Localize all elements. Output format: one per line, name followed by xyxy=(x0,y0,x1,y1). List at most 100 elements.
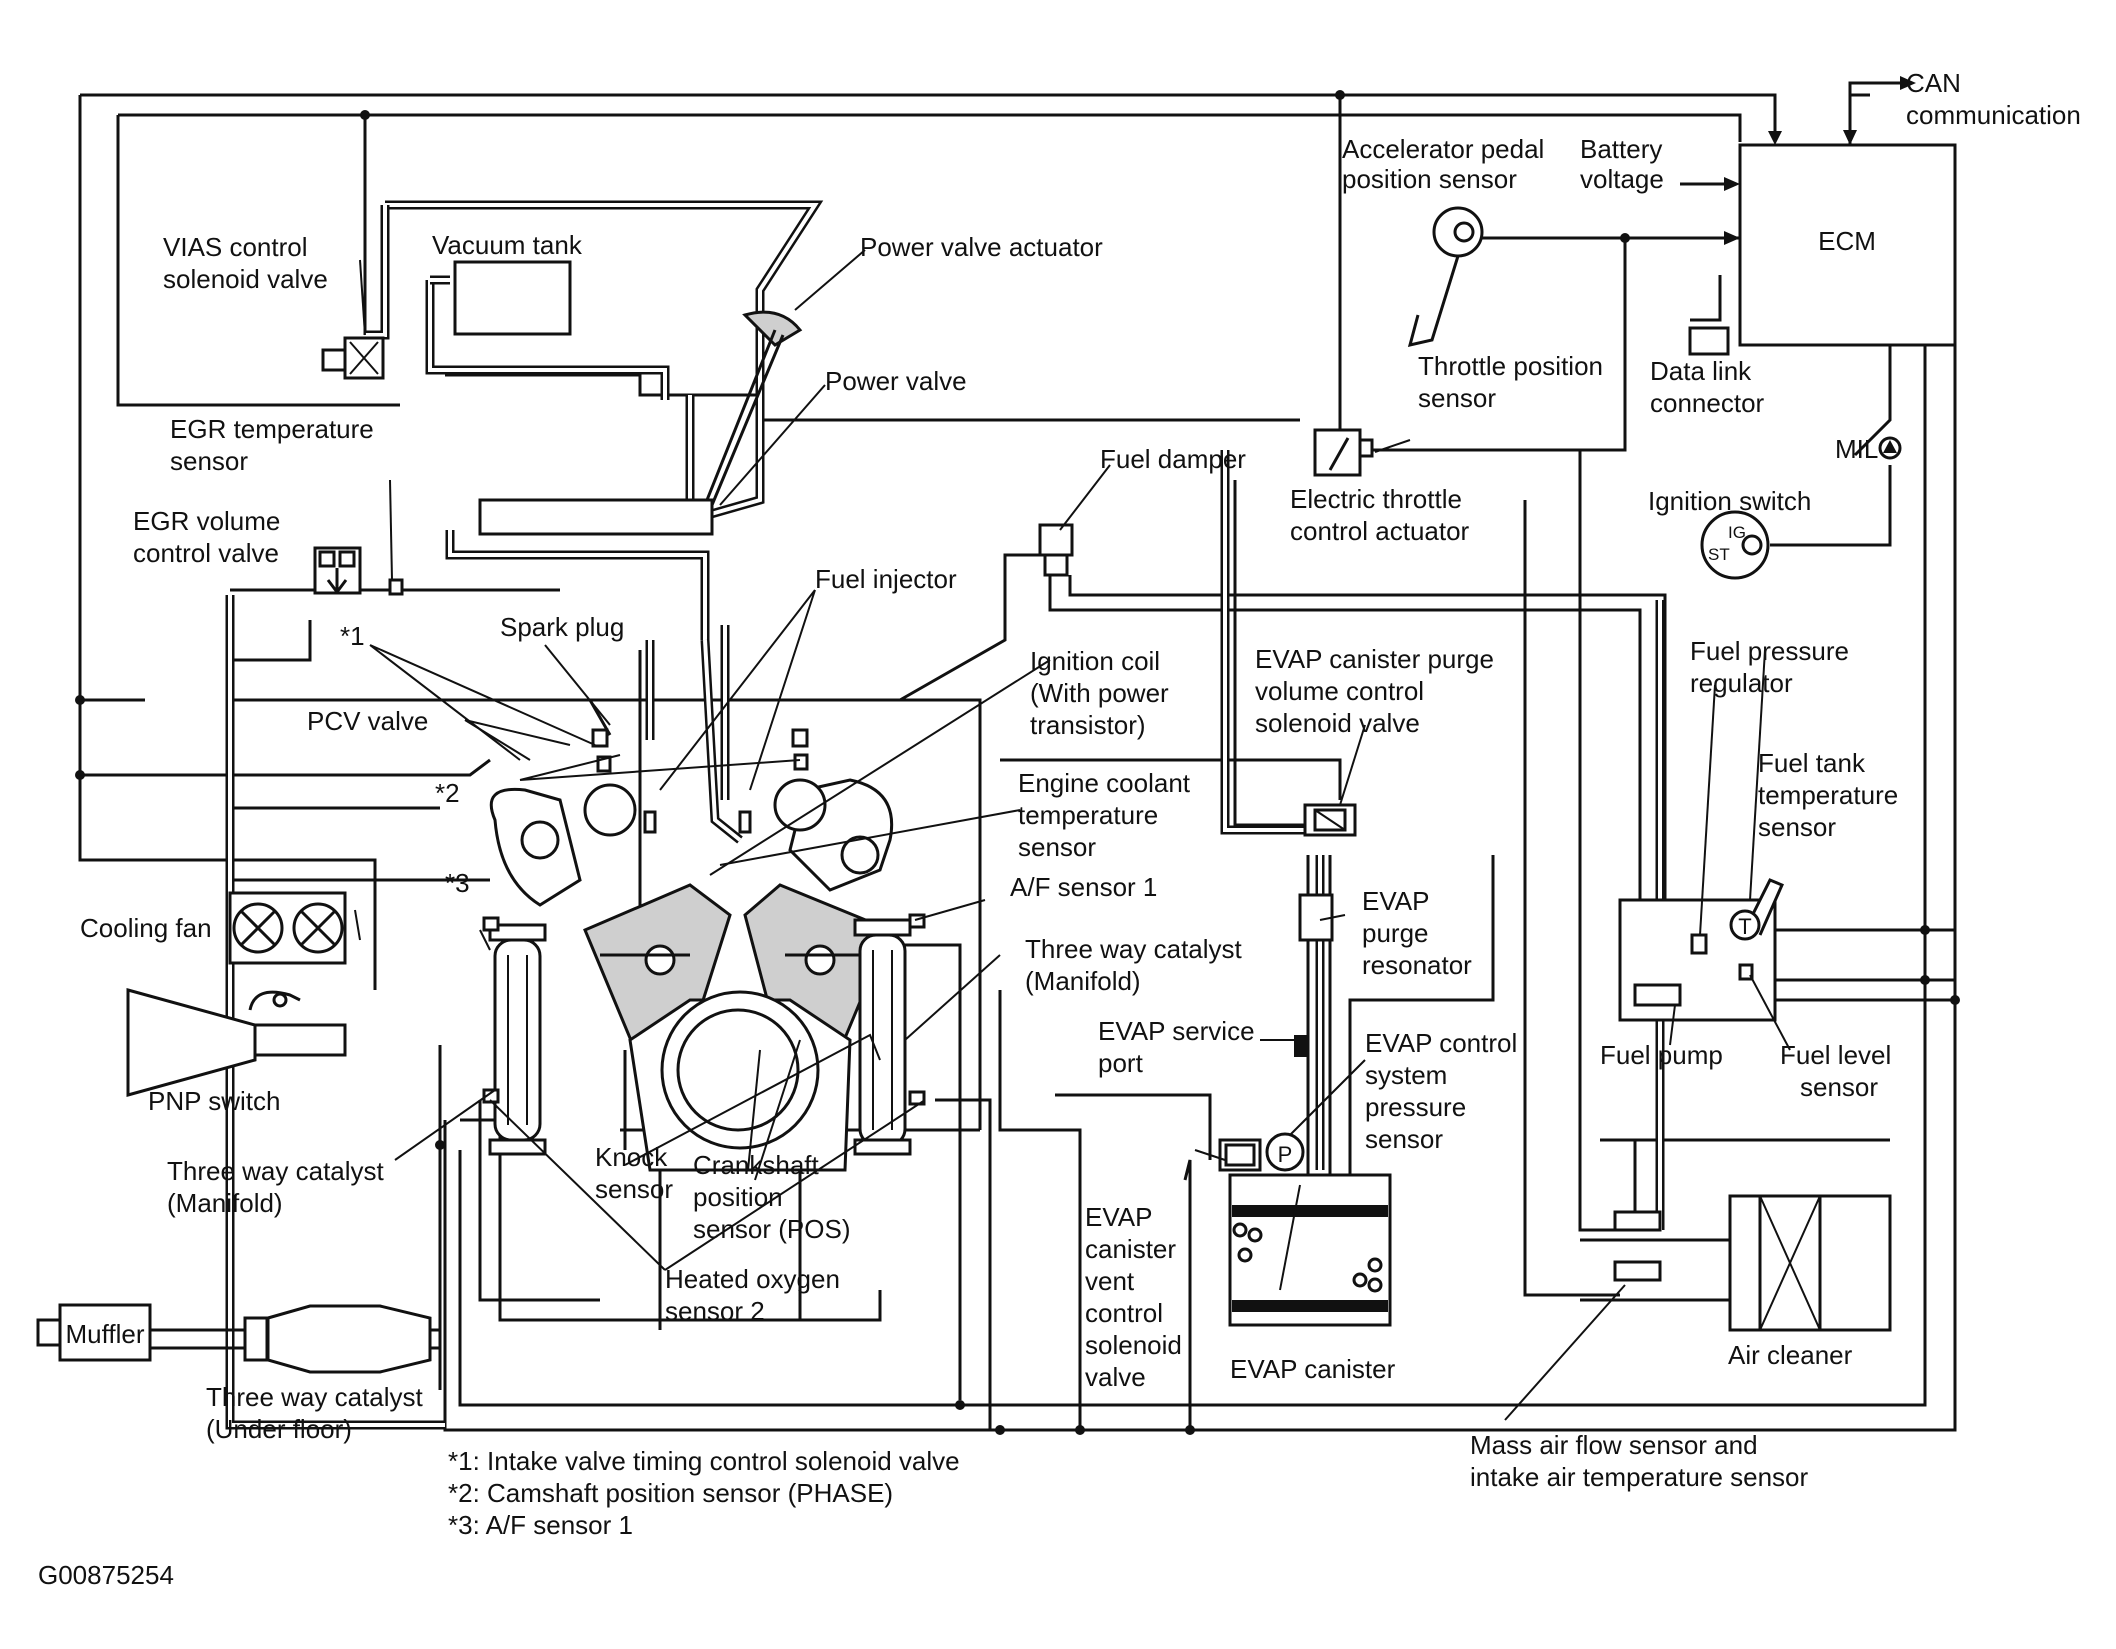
vent-label-4: control xyxy=(1085,1298,1163,1328)
twc-left-label-2: (Manifold) xyxy=(167,1188,283,1218)
ignition-coil-label-3: transistor) xyxy=(1030,710,1146,740)
throttle-label-1: Throttle position xyxy=(1418,351,1603,381)
pcv-label: PCV valve xyxy=(307,706,428,736)
intake-plenum xyxy=(478,498,714,536)
accelerator-label-2: position sensor xyxy=(1342,164,1517,194)
muffler-icon: Muffler xyxy=(36,1303,245,1362)
egr-volume-control-valve-icon xyxy=(313,546,404,596)
ftt-label-1: Fuel tank xyxy=(1758,748,1866,778)
svg-text:IG: IG xyxy=(1728,523,1746,542)
egr-vol-label-2: control valve xyxy=(133,538,279,568)
fuel-injector-label: Fuel injector xyxy=(815,564,957,594)
purge-label-3: solenoid valve xyxy=(1255,708,1420,738)
accelerator-label-1: Accelerator pedal xyxy=(1342,134,1544,164)
battery-label-2: voltage xyxy=(1580,164,1664,194)
data-link-connector-icon xyxy=(1688,326,1730,356)
twc-underfloor-label-2: (Under floor) xyxy=(206,1414,352,1444)
evap-resonator-label-1: EVAP xyxy=(1362,886,1429,916)
vent-label-2: canister xyxy=(1085,1234,1176,1264)
junction-dots xyxy=(75,90,1960,1435)
evap-port-label-2: port xyxy=(1098,1048,1144,1078)
star1-label: *1 xyxy=(340,621,365,651)
ignition-coil-label-2: (With power xyxy=(1030,678,1169,708)
vacuum-tank-icon xyxy=(453,260,572,336)
etc-label-2: control actuator xyxy=(1290,516,1470,546)
vent-label-3: vent xyxy=(1085,1266,1135,1296)
ect-label-2: temperature xyxy=(1018,800,1158,830)
evap-purge-resonator-icon xyxy=(1298,893,1334,942)
crank-label-3: sensor (POS) xyxy=(693,1214,851,1244)
three-way-catalyst-manifold-left-icon xyxy=(482,916,547,1156)
fuel-tank-icon: T xyxy=(1618,878,1784,1022)
electric-throttle-control-actuator-icon xyxy=(1313,428,1374,477)
vent-label-6: valve xyxy=(1085,1362,1146,1392)
evap-canister-label: EVAP canister xyxy=(1230,1354,1396,1384)
cooling-fan-label: Cooling fan xyxy=(80,913,212,943)
fuel-damper-label: Fuel damper xyxy=(1100,444,1246,474)
cooling-fan-icon xyxy=(228,891,347,965)
evap-ctrl-label-4: sensor xyxy=(1365,1124,1443,1154)
knock-label-1: Knock xyxy=(595,1142,668,1172)
egr-vol-label-1: EGR volume xyxy=(133,506,280,536)
vent-label-1: EVAP xyxy=(1085,1202,1152,1232)
spark-plug-label: Spark plug xyxy=(500,612,624,642)
ecm-label: ECM xyxy=(1818,226,1876,256)
star3-label: *3 xyxy=(445,868,470,898)
data-link-label-2: connector xyxy=(1650,388,1765,418)
pnp-switch-icon xyxy=(126,988,347,1097)
footnote-3: *3: A/F sensor 1 xyxy=(448,1510,633,1540)
communication-label: communication xyxy=(1906,100,2081,130)
air-cleaner-label: Air cleaner xyxy=(1728,1340,1853,1370)
ho2s-label-2: sensor 2 xyxy=(665,1296,765,1326)
leader-lines xyxy=(354,249,1791,1421)
pnp-switch-label: PNP switch xyxy=(148,1086,280,1116)
three-way-catalyst-manifold-right-icon xyxy=(853,913,926,1156)
evap-pressure-sensor-icon: P xyxy=(1265,1132,1305,1172)
af-sensor-label: A/F sensor 1 xyxy=(1010,872,1157,902)
air-cleaner-icon xyxy=(1728,1194,1892,1332)
figure-id: G00875254 xyxy=(38,1560,174,1590)
footnotes: *1: Intake valve timing control solenoid… xyxy=(448,1446,960,1540)
muffler-label: Muffler xyxy=(66,1319,145,1349)
evap-canister-icon xyxy=(1228,1173,1392,1327)
vent-label-5: solenoid xyxy=(1085,1330,1182,1360)
twc-right-label-2: (Manifold) xyxy=(1025,966,1141,996)
throttle-label-2: sensor xyxy=(1418,383,1496,413)
ecm-box: ECM xyxy=(1738,143,1957,347)
twc-right-label-1: Three way catalyst xyxy=(1025,934,1243,964)
svg-text:ST: ST xyxy=(1708,545,1730,564)
evap-ctrl-label-3: pressure xyxy=(1365,1092,1466,1122)
evap-service-port-icon xyxy=(1294,1035,1308,1057)
three-way-catalyst-underfloor-icon xyxy=(243,1304,440,1374)
vias-solenoid-valve-icon xyxy=(321,336,385,380)
ignition-switch-label: Ignition switch xyxy=(1648,486,1811,516)
etc-label-1: Electric throttle xyxy=(1290,484,1462,514)
fpr-label-2: regulator xyxy=(1690,668,1793,698)
ect-label-1: Engine coolant xyxy=(1018,768,1191,798)
fuel-damper-icon xyxy=(1038,523,1074,577)
twc-underfloor-label-1: Three way catalyst xyxy=(206,1382,424,1412)
maf-label-2: intake air temperature sensor xyxy=(1470,1462,1809,1492)
component-labels: CAN communication Accelerator pedal posi… xyxy=(80,68,2081,1492)
svg-text:P: P xyxy=(1278,1142,1293,1167)
power-valve-label: Power valve xyxy=(825,366,967,396)
purge-label-2: volume control xyxy=(1255,676,1424,706)
evap-ctrl-label-1: EVAP control xyxy=(1365,1028,1517,1058)
fuel-level-label-2: sensor xyxy=(1800,1072,1878,1102)
vias-label-2: solenoid valve xyxy=(163,264,328,294)
data-link-label-1: Data link xyxy=(1650,356,1752,386)
evap-vent-control-valve-icon xyxy=(1218,1138,1262,1172)
can-communication-arrows xyxy=(1680,76,1916,245)
footnote-2: *2: Camshaft position sensor (PHASE) xyxy=(448,1478,893,1508)
egr-temp-label-2: sensor xyxy=(170,446,248,476)
fpr-label-1: Fuel pressure xyxy=(1690,636,1849,666)
accelerator-pedal-sensor-icon xyxy=(1407,206,1484,348)
svg-text:T: T xyxy=(1738,914,1751,939)
battery-label-1: Battery xyxy=(1580,134,1662,164)
engine-block-icon xyxy=(489,778,894,1172)
evap-ctrl-label-2: system xyxy=(1365,1060,1447,1090)
maf-label-1: Mass air flow sensor and xyxy=(1470,1430,1758,1460)
ftt-label-3: sensor xyxy=(1758,812,1836,842)
fuel-level-label-1: Fuel level xyxy=(1780,1040,1891,1070)
